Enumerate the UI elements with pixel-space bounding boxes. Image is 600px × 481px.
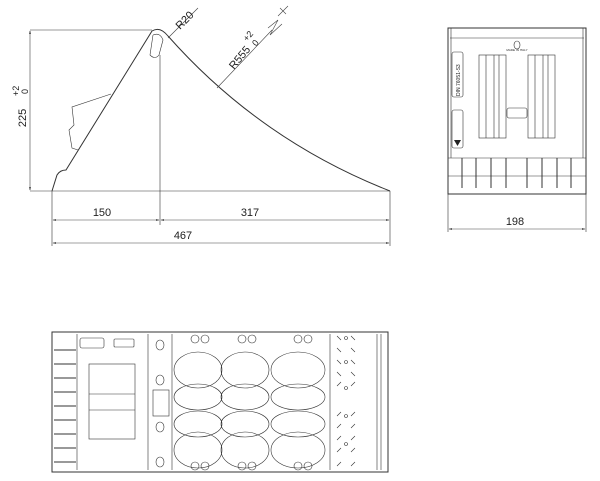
front-outline bbox=[447, 27, 587, 195]
top-din-plate bbox=[113, 338, 135, 348]
radius-curve-value: R555 bbox=[227, 44, 253, 72]
side-grip-profile bbox=[68, 93, 112, 151]
din-plate bbox=[451, 51, 464, 98]
radius-tol-lower: 0 bbox=[250, 38, 261, 48]
top-logo-plate bbox=[79, 337, 105, 349]
front-ribs bbox=[461, 158, 572, 188]
dim-right-label: 317 bbox=[241, 207, 259, 219]
radius-curve-dimension: R555 +2 0 bbox=[227, 29, 261, 72]
logo-plate bbox=[451, 109, 464, 149]
height-dimension: 225 +2 0 bbox=[11, 86, 30, 127]
made-in-italy-marking: MADE IN ITALY bbox=[506, 48, 527, 52]
front-pad-left bbox=[478, 54, 507, 139]
top-view bbox=[51, 331, 389, 473]
dim-left-label: 150 bbox=[93, 207, 111, 219]
handle-recess bbox=[149, 33, 164, 58]
r555-leader bbox=[216, 5, 289, 89]
height-tol-lower: 0 bbox=[20, 89, 30, 94]
wedge-profile bbox=[51, 28, 391, 192]
top-pad-recess bbox=[88, 363, 136, 440]
width-dim-label: 198 bbox=[506, 216, 524, 228]
front-view: MADE IN ITALY DIN 76051-S3 198 bbox=[447, 27, 587, 232]
height-tol-upper: +2 bbox=[11, 86, 21, 96]
din-marking: DIN 76051-S3 bbox=[456, 64, 462, 96]
top-handle bbox=[152, 389, 170, 417]
side-view: 225 +2 0 R20 R555 +2 0 150 317 467 bbox=[11, 5, 391, 246]
r20-leader bbox=[167, 7, 199, 39]
grip-slots bbox=[336, 335, 356, 467]
height-value: 225 bbox=[17, 109, 29, 127]
top-outline bbox=[51, 331, 389, 473]
dim-total-label: 467 bbox=[174, 230, 192, 242]
grip-cells bbox=[155, 334, 326, 471]
front-pad-right bbox=[527, 54, 556, 139]
